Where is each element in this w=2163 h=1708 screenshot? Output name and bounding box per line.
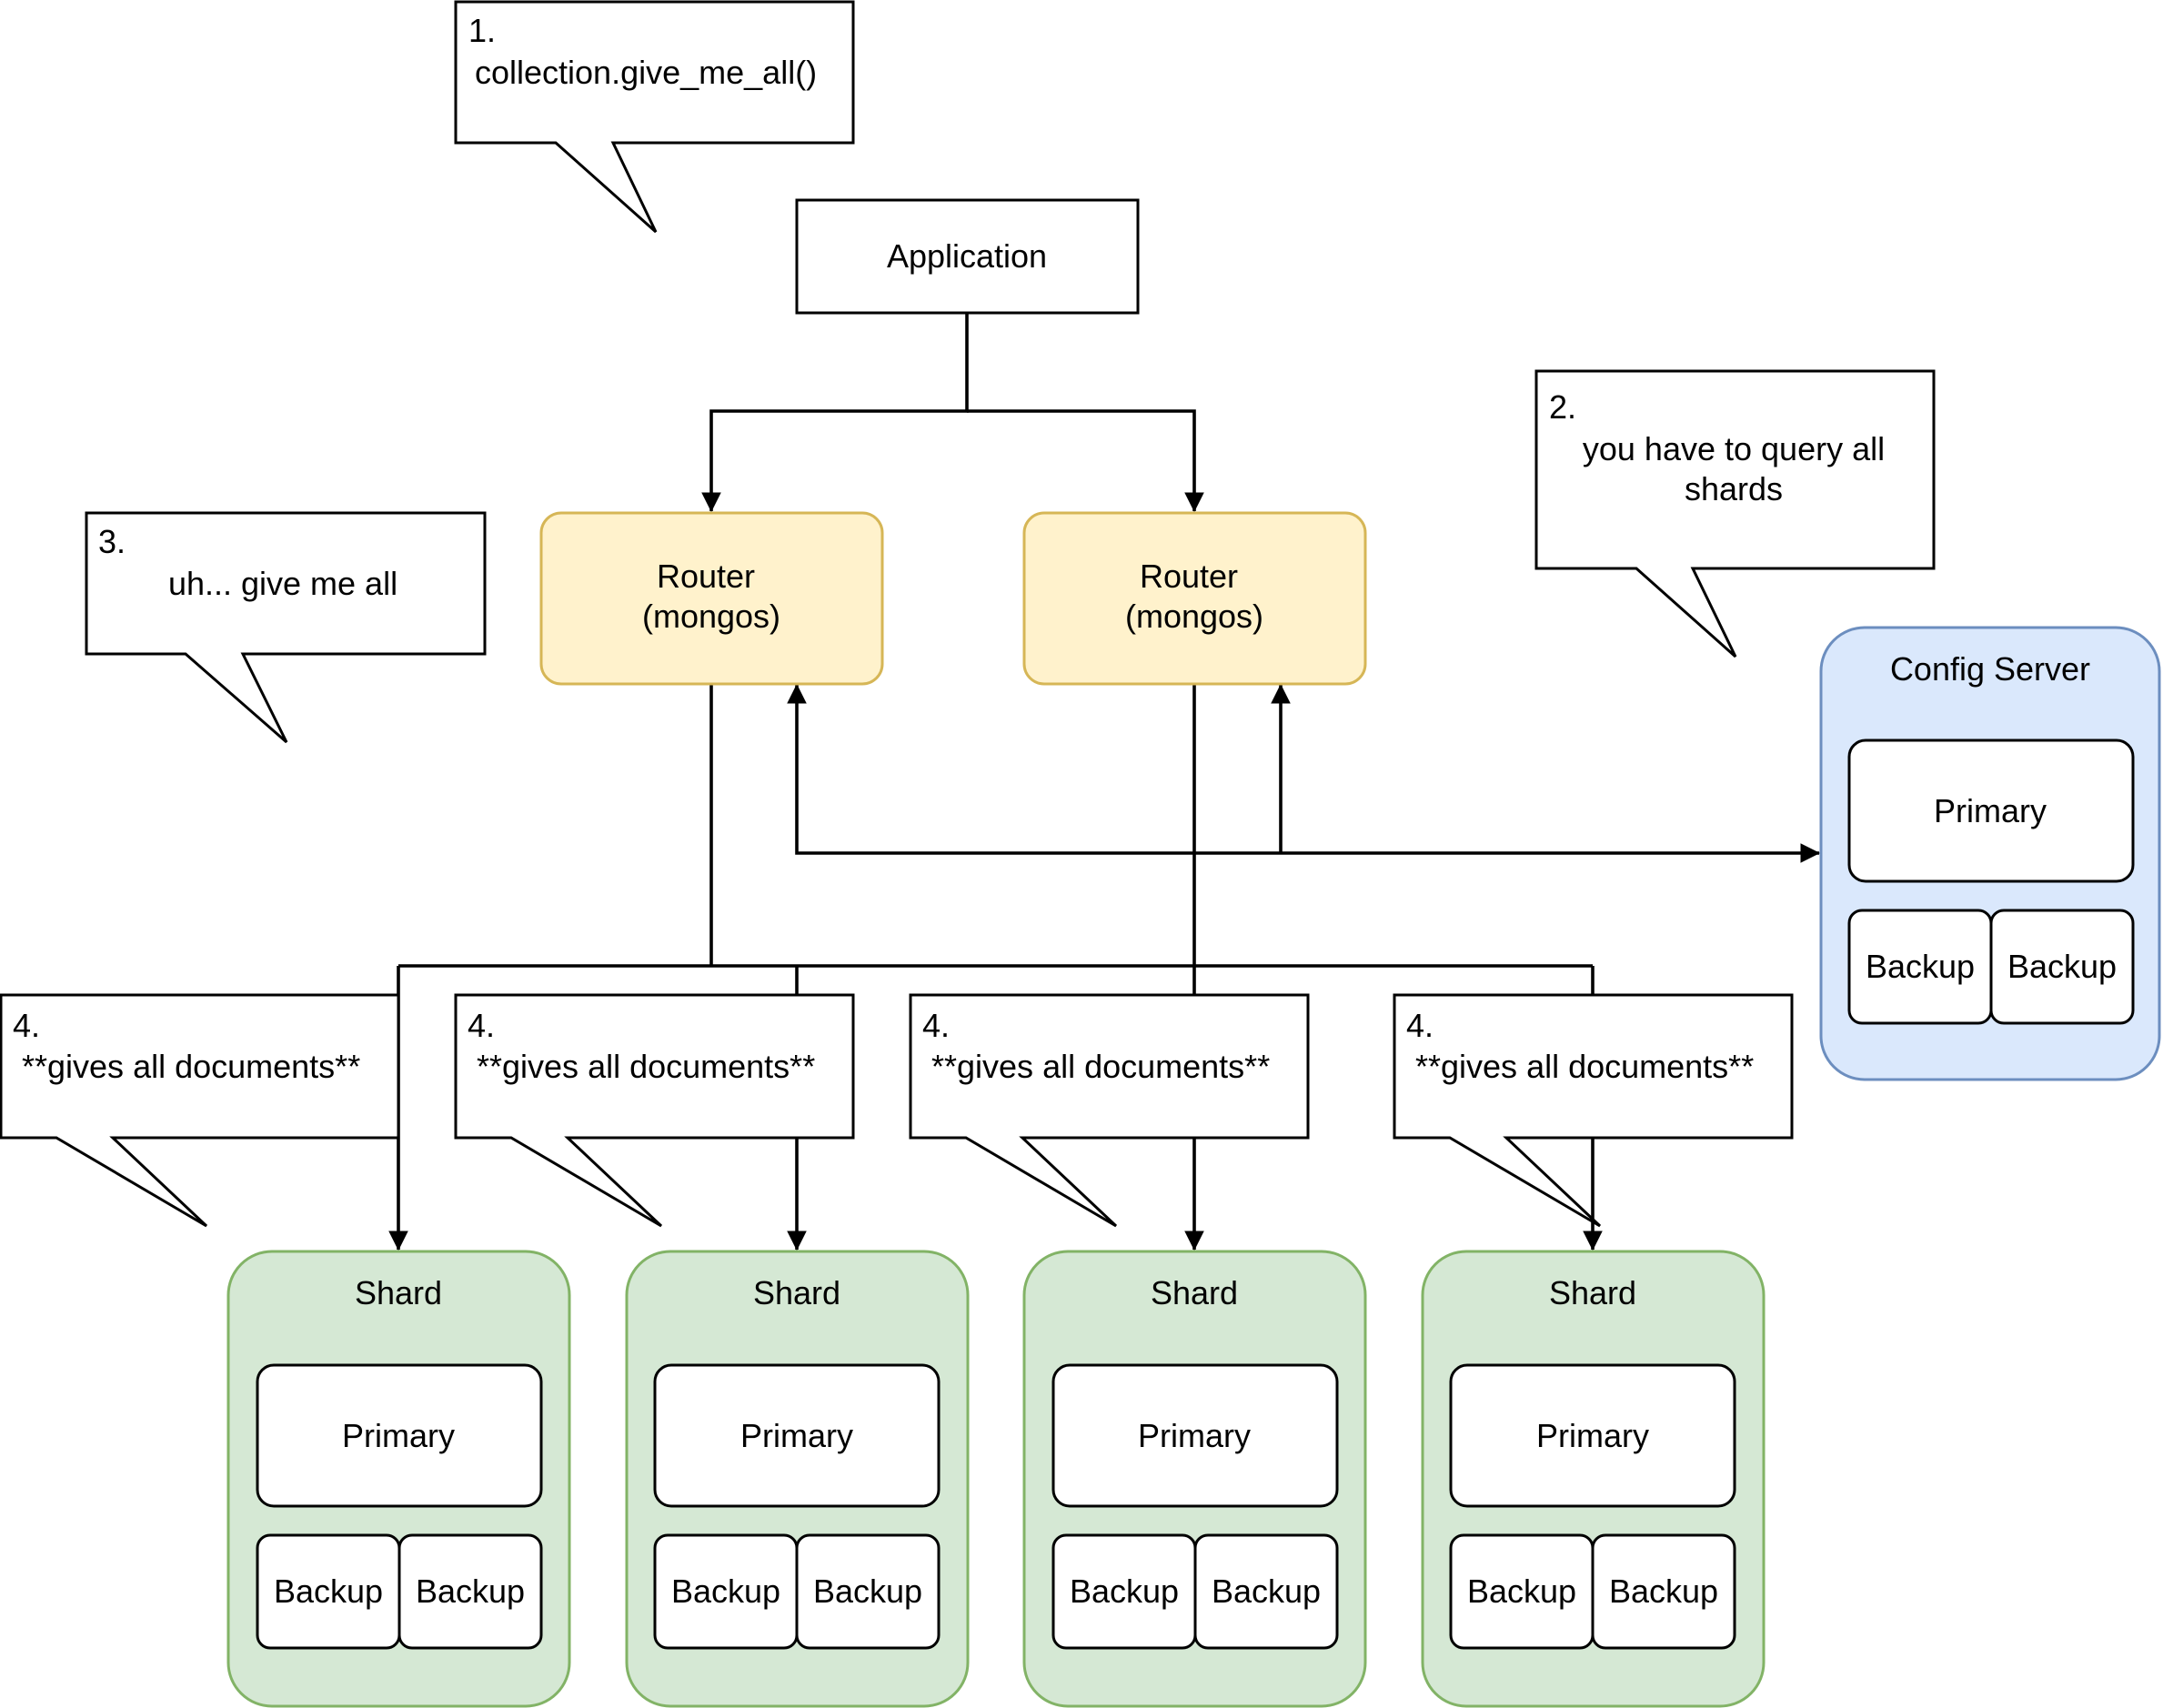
shard-title: Shard — [355, 1274, 442, 1311]
shard-backup-label: Backup — [1212, 1572, 1321, 1610]
router-label: Router — [657, 558, 755, 595]
callout-text: shards — [1685, 470, 1783, 507]
application-node[interactable]: Application — [795, 198, 1140, 315]
shard-primary-label: Primary — [1138, 1417, 1251, 1454]
shard-primary[interactable] — [256, 1363, 543, 1508]
config-primary-label: Primary — [1934, 792, 2047, 829]
shard-title: Shard — [1151, 1274, 1238, 1311]
callout-step-number: 4. — [13, 1007, 40, 1044]
shard-backup-label: Backup — [1070, 1572, 1179, 1610]
callout-text: uh... give me all — [168, 565, 397, 602]
router-node-1[interactable]: Router (mongos) — [539, 511, 884, 686]
callout-step-number: 4. — [1406, 1007, 1434, 1044]
callout-step-number: 4. — [922, 1007, 950, 1044]
callout-step-number: 3. — [98, 523, 126, 560]
config-server-node[interactable]: Config Server Primary Backup Backup — [1819, 626, 2161, 1081]
shard-backup-label: Backup — [1467, 1572, 1576, 1610]
callout-step-1: 1. collection.give_me_all() — [454, 0, 855, 234]
callout-step-2: 2. you have to query all shards — [1534, 369, 1936, 658]
config-backup-2[interactable] — [1989, 909, 2135, 1025]
shard-backup-label: Backup — [416, 1572, 525, 1610]
config-backup-label: Backup — [2007, 948, 2117, 985]
shard-primary[interactable] — [1051, 1363, 1339, 1508]
callout-text: **gives all documents** — [931, 1048, 1270, 1085]
callout-step-4-3: 4. **gives all documents** — [909, 993, 1310, 1228]
shard-backup-label: Backup — [1609, 1572, 1718, 1610]
callout-step-4-4: 4. **gives all documents** — [1393, 993, 1794, 1228]
callout-step-4-2: 4. **gives all documents** — [454, 993, 855, 1228]
shard-primary-label: Primary — [342, 1417, 455, 1454]
shard-primary[interactable] — [653, 1363, 941, 1508]
callout-step-4-1: 4. **gives all documents** — [0, 993, 400, 1228]
router-node-2[interactable]: Router (mongos) — [1022, 511, 1367, 686]
router-sublabel: (mongos) — [1125, 598, 1263, 635]
callout-step-number: 2. — [1549, 388, 1576, 426]
shard-node-1[interactable]: Shard Primary Backup Backup — [226, 1250, 571, 1708]
shard-primary[interactable] — [1449, 1363, 1736, 1508]
shard-node-4[interactable]: Shard Primary Backup Backup — [1421, 1250, 1766, 1708]
edge-app-to-router-1 — [701, 313, 969, 513]
shard-backup-label: Backup — [813, 1572, 922, 1610]
edge-app-to-router-2 — [967, 409, 1204, 513]
shard-backup-2[interactable] — [1193, 1533, 1339, 1650]
callout-text: **gives all documents** — [1415, 1048, 1754, 1085]
shard-backup-2[interactable] — [1591, 1533, 1736, 1650]
shard-primary-label: Primary — [740, 1417, 853, 1454]
router-label: Router — [1140, 558, 1238, 595]
callout-text: **gives all documents** — [22, 1048, 360, 1085]
shard-backup-label: Backup — [671, 1572, 780, 1610]
config-server-title: Config Server — [1890, 650, 2090, 688]
shard-title: Shard — [1549, 1274, 1636, 1311]
callout-step-3: 3. uh... give me all — [85, 511, 487, 744]
callout-text: you have to query all — [1583, 430, 1885, 467]
config-backup-label: Backup — [1866, 948, 1975, 985]
callout-step-number: 1. — [468, 12, 496, 49]
callout-step-number: 4. — [468, 1007, 495, 1044]
shard-backup-2[interactable] — [397, 1533, 543, 1650]
application-label: Application — [887, 237, 1047, 275]
shard-backup-2[interactable] — [795, 1533, 941, 1650]
shard-primary-label: Primary — [1536, 1417, 1649, 1454]
router-sublabel: (mongos) — [642, 598, 780, 635]
edge-config-to-router-1 — [787, 683, 1281, 855]
shard-title: Shard — [753, 1274, 840, 1311]
shard-node-2[interactable]: Shard Primary Backup Backup — [625, 1250, 970, 1708]
config-primary[interactable] — [1847, 738, 2135, 883]
shard-node-3[interactable]: Shard Primary Backup Backup — [1022, 1250, 1367, 1708]
callout-text: **gives all documents** — [477, 1048, 815, 1085]
callout-text: collection.give_me_all() — [475, 54, 817, 91]
shard-backup-label: Backup — [274, 1572, 383, 1610]
